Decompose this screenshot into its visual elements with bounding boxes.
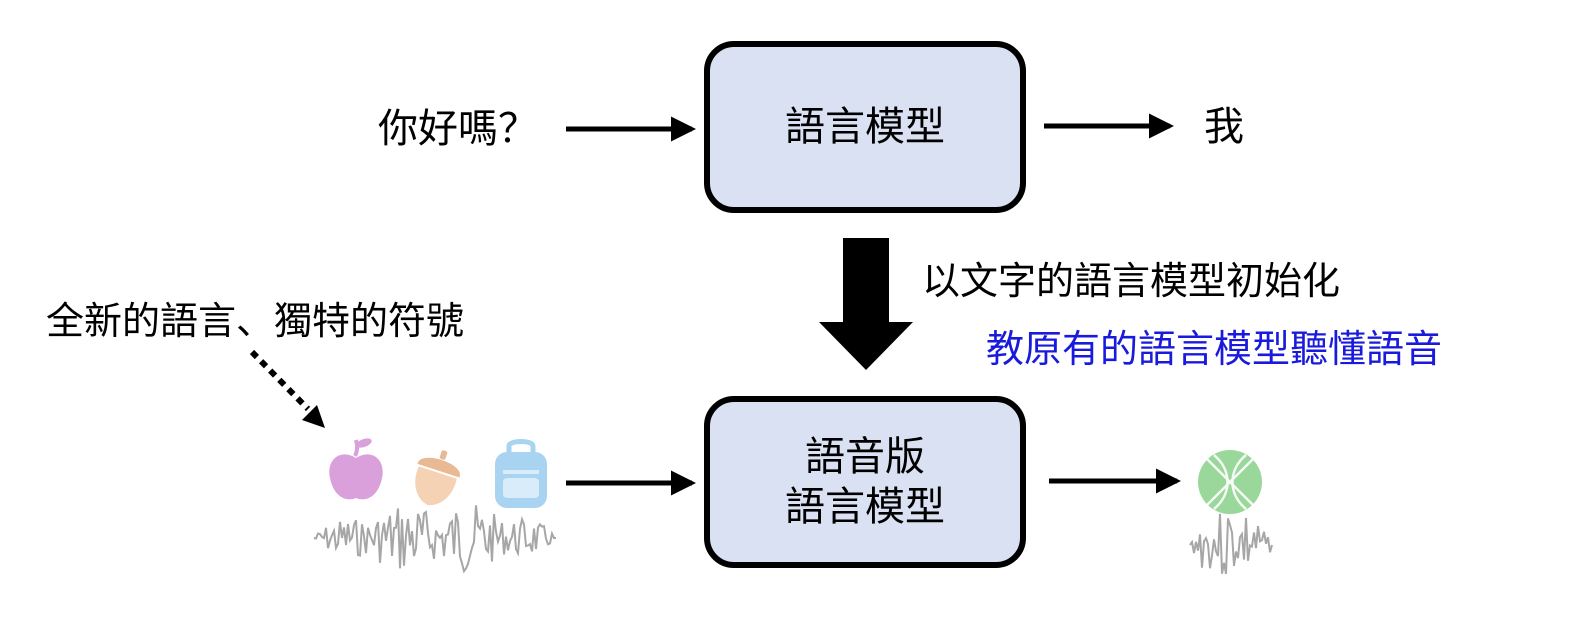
new-symbols-text: 全新的語言、獨特的符號	[46, 299, 465, 343]
acorn-icon	[415, 450, 460, 506]
initialization-text: 以文字的語言模型初始化	[922, 259, 1341, 303]
backpack-icon	[495, 439, 547, 508]
text-language-model-label: 語言模型	[785, 104, 945, 150]
apple-icon	[329, 438, 383, 500]
new-symbols-dotted-arrow	[249, 349, 325, 428]
input-question-text: 你好嗎？	[378, 106, 538, 152]
speech-model-label-line2: 語言模型	[785, 484, 945, 530]
speech-language-model-box: 語音版 語言模型	[704, 396, 1026, 568]
basketball-icon	[1198, 450, 1262, 514]
goal-text: 教原有的語言模型聽懂語音	[986, 327, 1443, 371]
speech-model-label-line1: 語音版	[805, 434, 925, 480]
input-waveform	[313, 505, 556, 574]
output-waveform	[1189, 513, 1273, 574]
initialization-down-arrow	[819, 238, 913, 370]
output-token-text: 我	[1204, 104, 1244, 150]
text-language-model-box: 語言模型	[704, 41, 1026, 213]
